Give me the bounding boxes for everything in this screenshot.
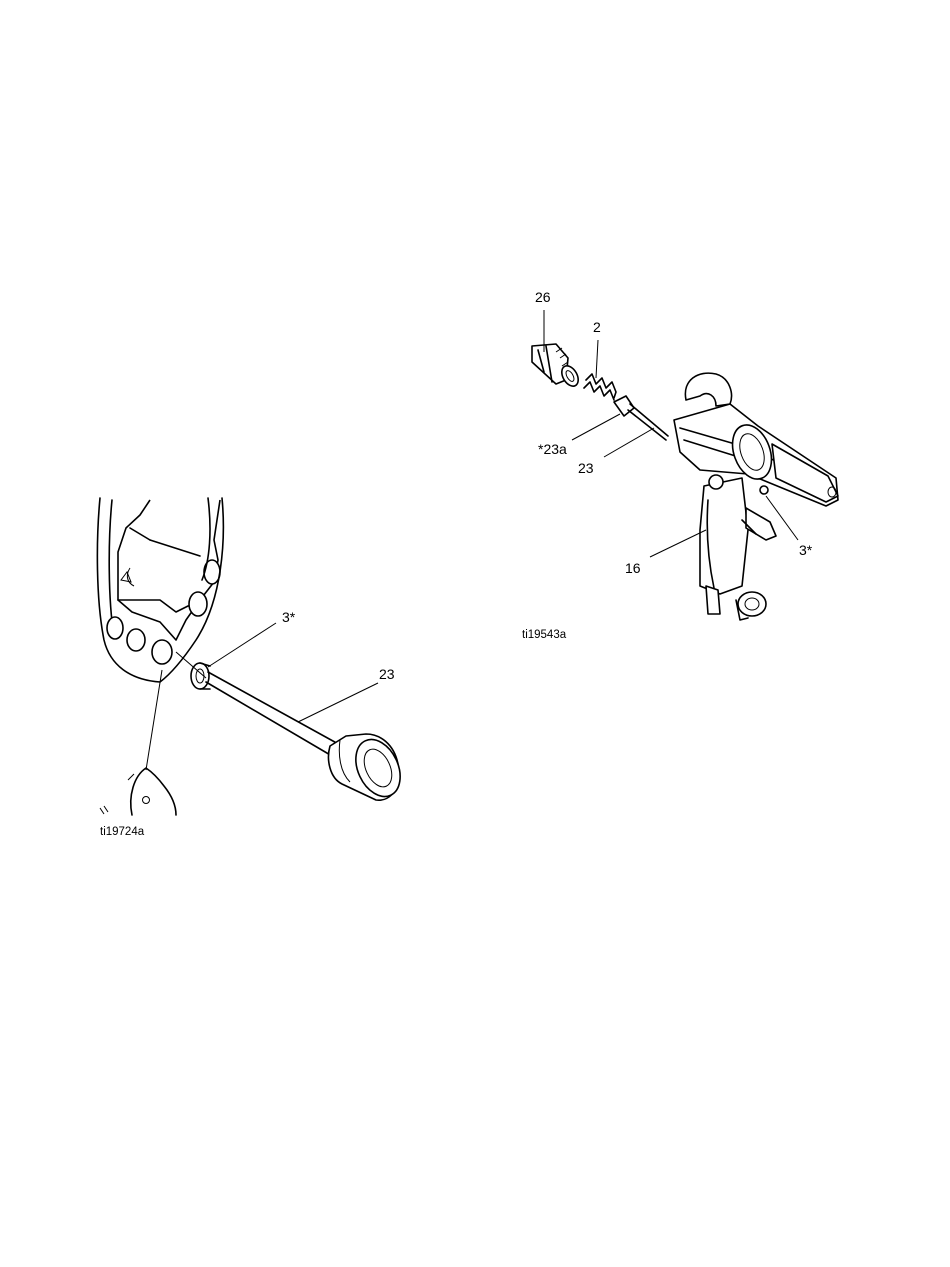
leader-3star-left — [208, 623, 276, 667]
callout-23a: *23a — [538, 442, 567, 456]
housing-leader-line — [146, 670, 162, 770]
callout-26: 26 — [535, 290, 551, 304]
gun-handle-fragment — [128, 768, 176, 815]
part-23-needle — [614, 396, 668, 440]
gun-body-part — [674, 373, 838, 620]
callout-3star-right: 3* — [799, 543, 812, 557]
leader-23a — [572, 414, 620, 440]
callout-23-right: 23 — [578, 461, 594, 475]
leader-23-left — [298, 683, 378, 722]
part-2-spring — [584, 374, 616, 400]
leader-16 — [650, 530, 706, 557]
figure-code-left: ti19724a — [100, 827, 144, 839]
callout-2: 2 — [593, 320, 601, 334]
callout-23-left: 23 — [379, 667, 395, 681]
callout-3star-left: 3* — [282, 610, 295, 624]
needle-assembly-part — [176, 652, 409, 804]
part-26-fitting — [532, 344, 582, 389]
leader-2 — [596, 340, 598, 378]
gun-head-housing — [97, 498, 223, 814]
figure-code-right: ti19543a — [522, 630, 566, 642]
leader-23-right — [604, 428, 654, 457]
callout-16: 16 — [625, 561, 641, 575]
